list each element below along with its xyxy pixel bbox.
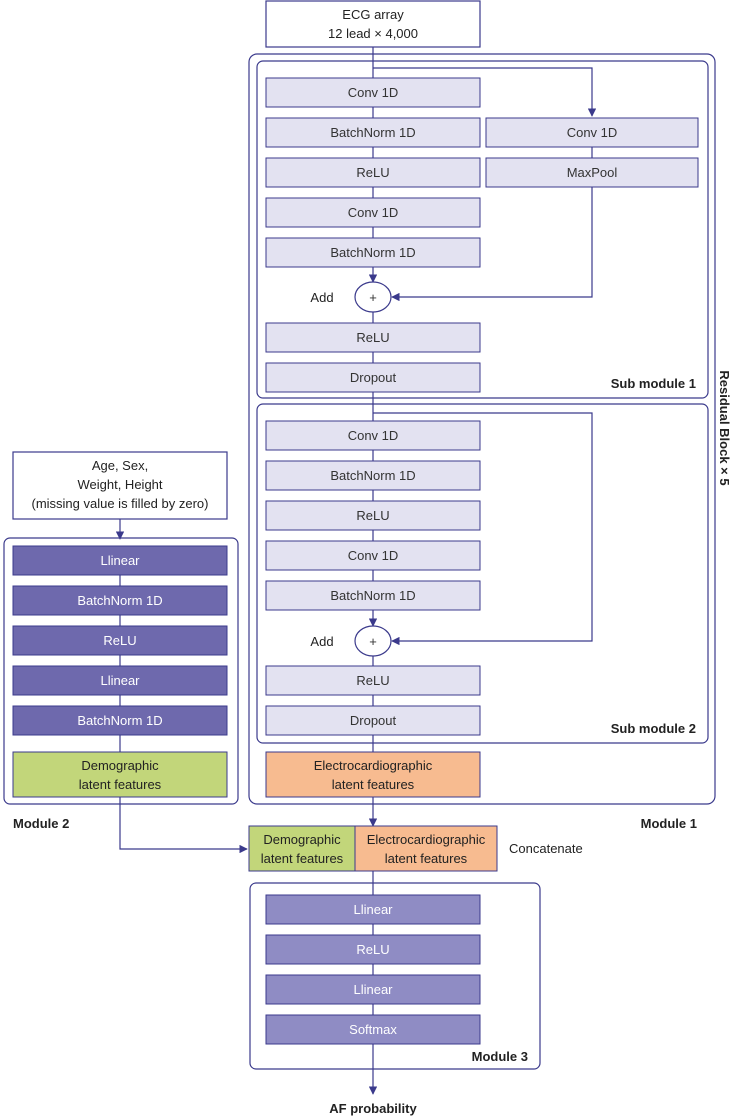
module3-linear2-layer xyxy=(265,974,481,1005)
module1-label: Module 1 xyxy=(641,816,697,831)
sub1-skip-conv1d-layer xyxy=(485,117,699,148)
sub1-relu1-layer xyxy=(265,157,481,188)
module2-batchnorm1-layer xyxy=(12,585,228,616)
module3-relu-label: ReLU xyxy=(356,942,389,957)
demographic-latent-features-line2: latent features xyxy=(79,777,162,792)
concatenate-label: Concatenate xyxy=(509,841,583,856)
sub2-conv1d2-layer xyxy=(265,540,481,571)
skip-connector xyxy=(373,412,593,646)
module2-relu-label: ReLU xyxy=(103,633,136,648)
module2-batchnorm1-label: BatchNorm 1D xyxy=(77,593,162,608)
concat-demographic-line2: latent features xyxy=(261,851,344,866)
sub1-relu2-layer xyxy=(265,322,481,353)
sub1-add-node xyxy=(354,281,392,313)
sub1-conv1d-label: Conv 1D xyxy=(348,85,399,100)
sub1-dropout-layer xyxy=(265,362,481,393)
connector xyxy=(119,797,248,854)
sub1-relu1-label: ReLU xyxy=(356,165,389,180)
module3-softmax-layer xyxy=(265,1014,481,1045)
residual-block-label: Residual Block × 5 xyxy=(717,370,732,485)
module3-label: Module 3 xyxy=(472,1049,528,1064)
demographic-input-line2: Weight, Height xyxy=(77,477,162,492)
sub1-conv1d2-layer xyxy=(265,197,481,228)
sub2-batchnorm2-layer xyxy=(265,580,481,611)
ecg-latent-features-line1: Electrocardiographic xyxy=(314,758,433,773)
ecg-latent-features-box xyxy=(265,751,481,798)
sub1-plus-symbol: + xyxy=(369,290,377,305)
sub1-relu2-label: ReLU xyxy=(356,330,389,345)
sub2-relu1-layer xyxy=(265,500,481,531)
concat-demographic-box xyxy=(248,825,356,872)
ecg-latent-features-line2: latent features xyxy=(332,777,415,792)
sub-module2-label: Sub module 2 xyxy=(611,721,696,736)
sub2-dropout-label: Dropout xyxy=(350,713,397,728)
af-probability-label: AF probability xyxy=(329,1101,417,1116)
module3-linear1-label: Llinear xyxy=(353,902,393,917)
sub2-conv1d-label: Conv 1D xyxy=(348,428,399,443)
sub2-relu2-layer xyxy=(265,665,481,696)
module2-linear1-layer xyxy=(12,545,228,576)
sub1-maxpool-label: MaxPool xyxy=(567,165,618,180)
sub1-dropout-label: Dropout xyxy=(350,370,397,385)
sub2-relu2-label: ReLU xyxy=(356,673,389,688)
module3-linear2-label: Llinear xyxy=(353,982,393,997)
sub1-add-label: Add xyxy=(310,290,333,305)
skip-connector xyxy=(373,67,597,117)
module1-container xyxy=(248,53,716,805)
module3-relu-layer xyxy=(265,934,481,965)
demographic-latent-features-line1: Demographic xyxy=(81,758,159,773)
sub2-batchnorm2-label: BatchNorm 1D xyxy=(330,588,415,603)
sub2-plus-symbol: + xyxy=(369,634,377,649)
module3-linear1-layer xyxy=(265,894,481,925)
demographic-input-line3: (missing value is filled by zero) xyxy=(31,496,208,511)
module3-softmax-label: Softmax xyxy=(349,1022,397,1037)
ecg-input-box xyxy=(265,0,481,48)
module2-label: Module 2 xyxy=(13,816,69,831)
skip-connector xyxy=(391,187,593,302)
concat-ecg-line1: Electrocardiographic xyxy=(367,832,486,847)
sub2-batchnorm1-label: BatchNorm 1D xyxy=(330,468,415,483)
sub1-conv1d-layer xyxy=(265,77,481,108)
ecg-input-line2: 12 lead × 4,000 xyxy=(328,26,418,41)
sub1-skip-conv1d-label: Conv 1D xyxy=(567,125,618,140)
sub1-batchnorm1-layer xyxy=(265,117,481,148)
sub1-batchnorm2-label: BatchNorm 1D xyxy=(330,245,415,260)
sub2-add-label: Add xyxy=(310,634,333,649)
module2-batchnorm2-label: BatchNorm 1D xyxy=(77,713,162,728)
sub-module2-container xyxy=(256,403,709,744)
sub1-batchnorm2-layer xyxy=(265,237,481,268)
sub2-conv1d2-label: Conv 1D xyxy=(348,548,399,563)
module2-linear2-label: Llinear xyxy=(100,673,140,688)
module3-container xyxy=(249,882,541,1070)
module2-container xyxy=(3,537,239,805)
concat-demographic-line1: Demographic xyxy=(263,832,341,847)
sub-module1-container xyxy=(256,60,709,399)
module2-batchnorm2-layer xyxy=(12,705,228,736)
concat-ecg-box xyxy=(354,825,498,872)
demographic-latent-features-box xyxy=(12,751,228,798)
sub2-relu1-label: ReLU xyxy=(356,508,389,523)
sub1-batchnorm1-label: BatchNorm 1D xyxy=(330,125,415,140)
sub2-batchnorm1-layer xyxy=(265,460,481,491)
module2-linear1-label: Llinear xyxy=(100,553,140,568)
sub2-add-node xyxy=(354,625,392,657)
sub1-maxpool-layer xyxy=(485,157,699,188)
sub2-conv1d-layer xyxy=(265,420,481,451)
ecg-input-line1: ECG array xyxy=(342,7,404,22)
sub2-dropout-layer xyxy=(265,705,481,736)
module2-linear2-layer xyxy=(12,665,228,696)
concat-ecg-line2: latent features xyxy=(385,851,468,866)
module2-relu-layer xyxy=(12,625,228,656)
sub1-conv1d2-label: Conv 1D xyxy=(348,205,399,220)
demographic-input-line1: Age, Sex, xyxy=(92,458,148,473)
sub-module1-label: Sub module 1 xyxy=(611,376,696,391)
demographic-input-box xyxy=(12,451,228,520)
